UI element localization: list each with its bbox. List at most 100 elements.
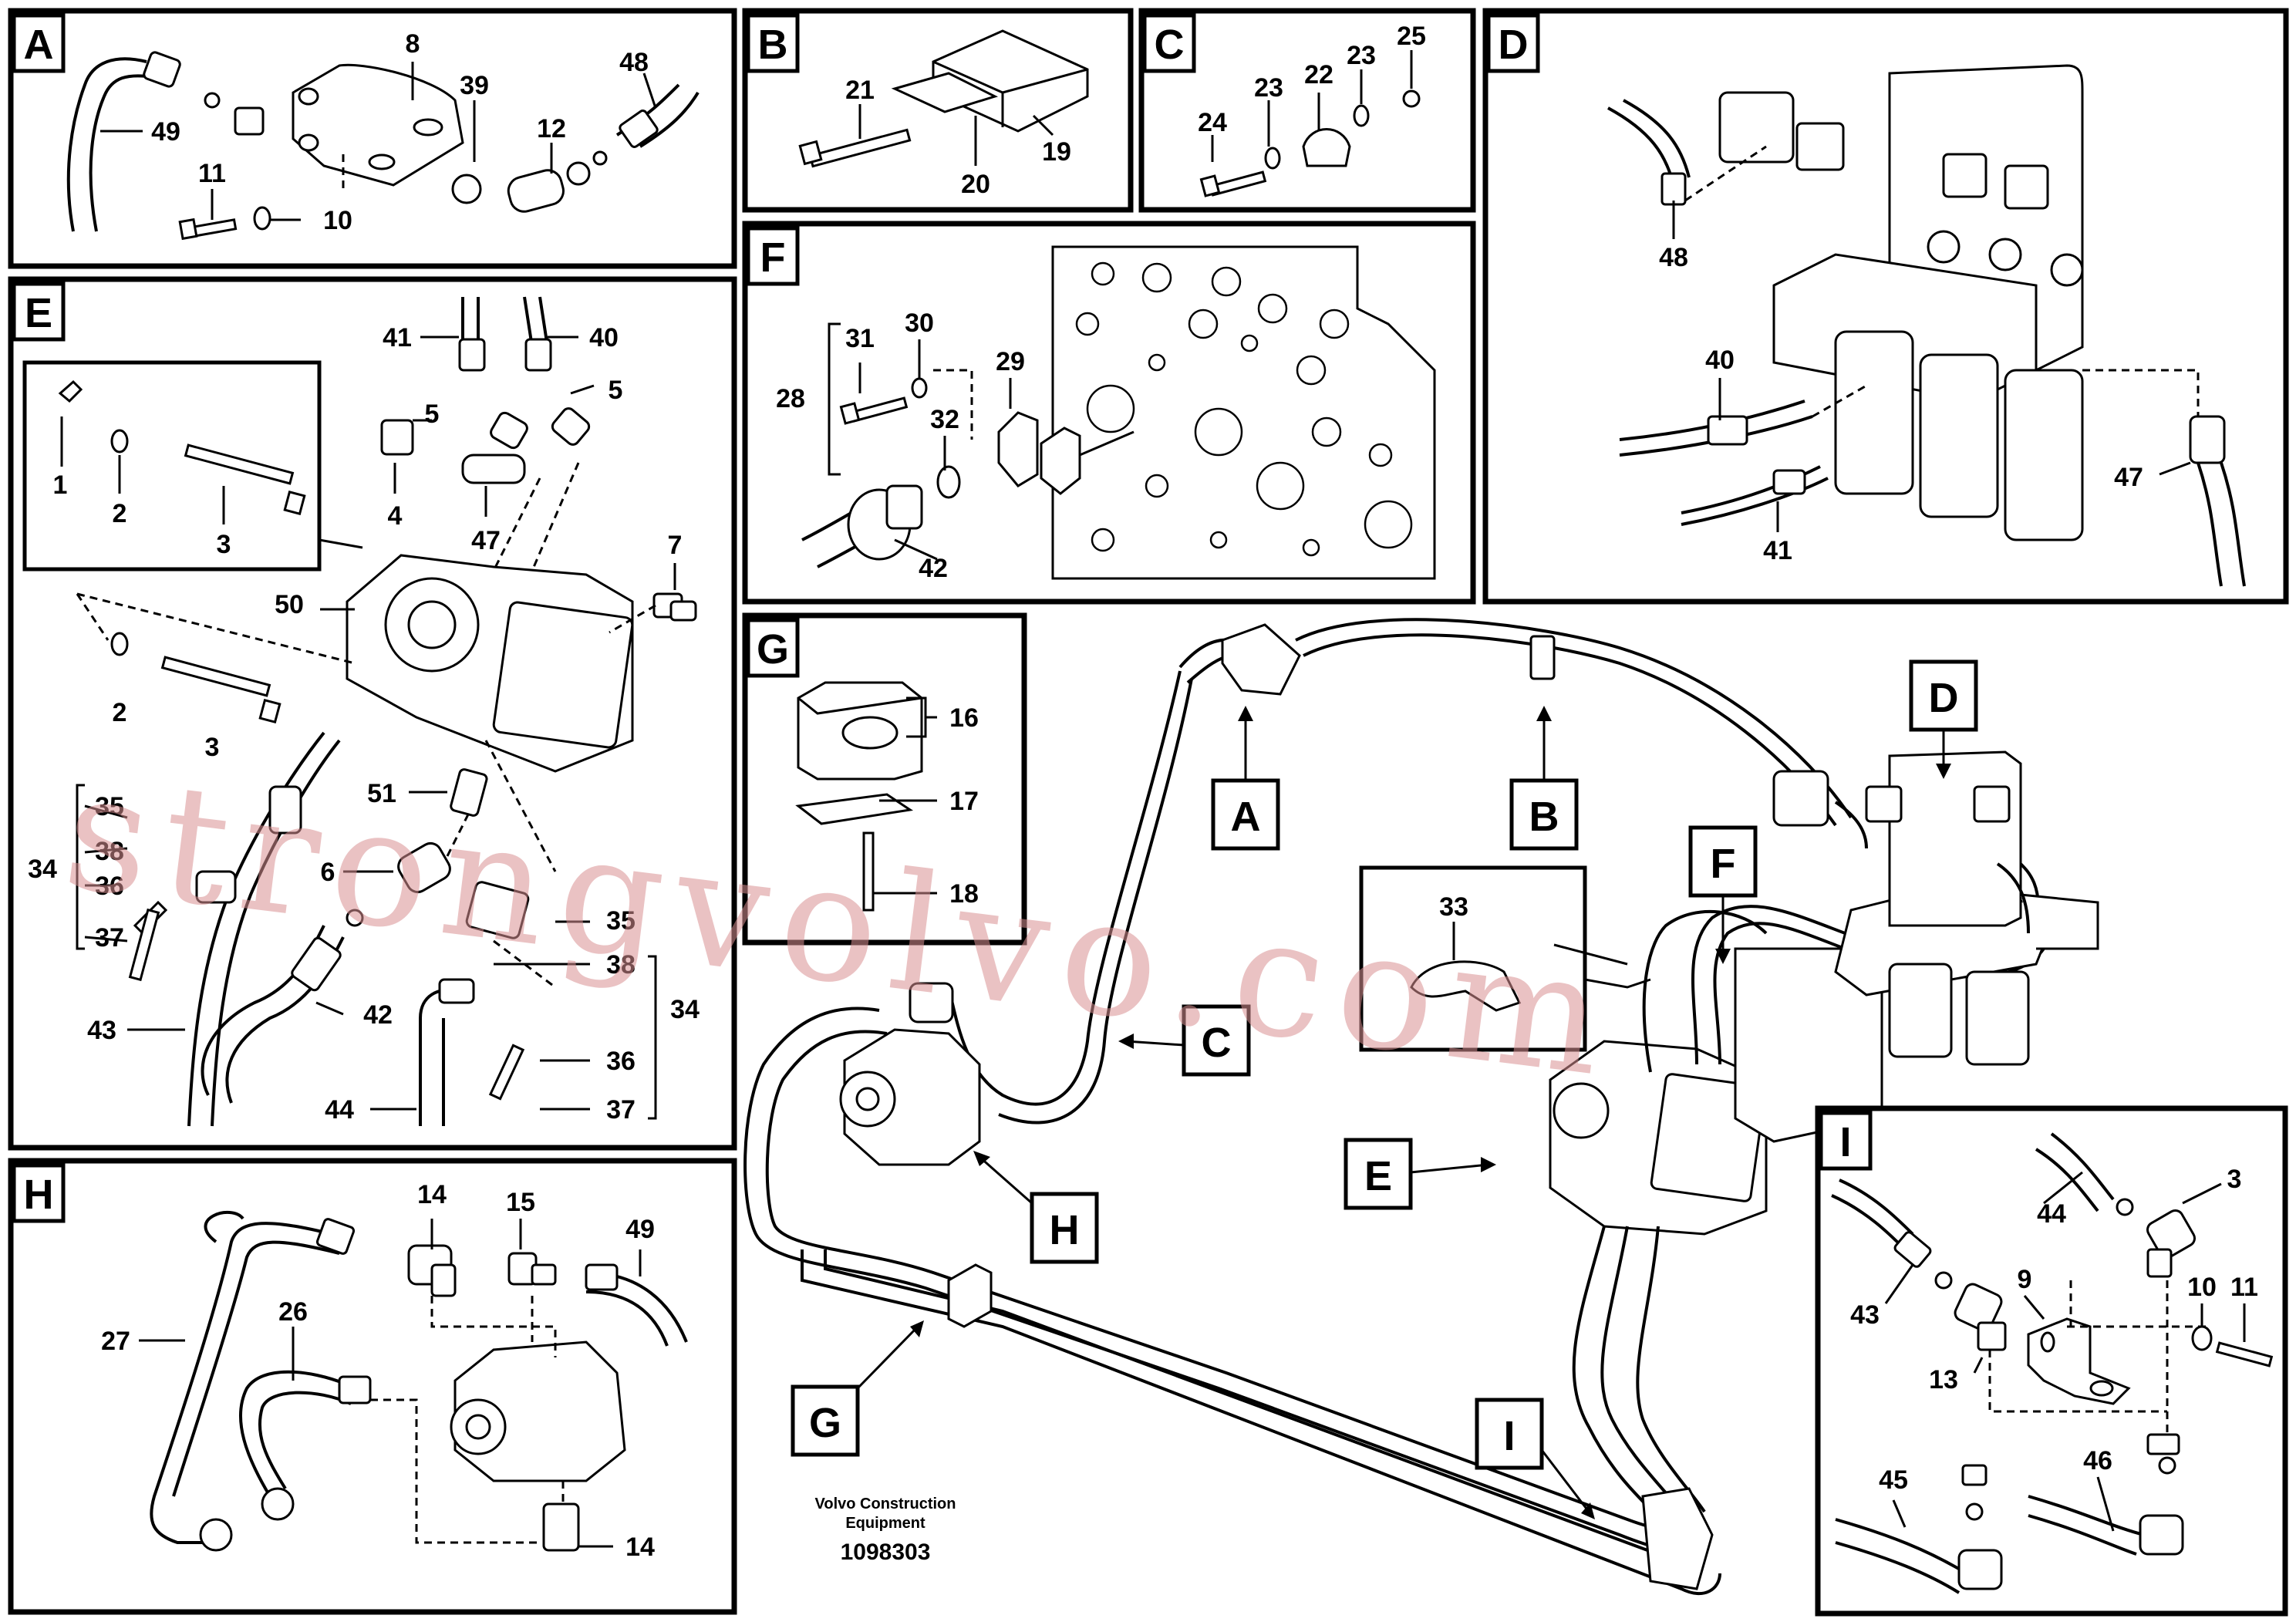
label-37a: 37 bbox=[95, 923, 124, 953]
panel-a-letter-box bbox=[12, 13, 66, 73]
label-32: 32 bbox=[930, 405, 959, 434]
label-50: 50 bbox=[275, 590, 304, 619]
svg-text:B: B bbox=[1529, 794, 1559, 840]
panel-e-letter: E bbox=[25, 290, 52, 336]
label-23a: 23 bbox=[1254, 73, 1283, 103]
svg-text:D: D bbox=[1929, 675, 1959, 721]
label-48-d: 48 bbox=[1659, 243, 1688, 272]
label-35a: 35 bbox=[95, 792, 124, 821]
svg-text:E: E bbox=[1364, 1153, 1392, 1199]
label-41-e: 41 bbox=[383, 323, 412, 352]
label-47-e: 47 bbox=[471, 526, 501, 555]
svg-text:I: I bbox=[1503, 1413, 1515, 1459]
label-43-i: 43 bbox=[1850, 1300, 1880, 1330]
label-5b: 5 bbox=[609, 376, 623, 405]
label-3a: 3 bbox=[217, 530, 231, 559]
label-15: 15 bbox=[506, 1188, 535, 1217]
label-26: 26 bbox=[278, 1297, 308, 1327]
panel-d-letter: D bbox=[1499, 22, 1529, 68]
callout-c: C bbox=[1118, 1004, 1251, 1077]
label-16: 16 bbox=[949, 703, 979, 733]
label-36a: 36 bbox=[95, 872, 124, 901]
label-7: 7 bbox=[668, 531, 683, 560]
label-39: 39 bbox=[460, 71, 489, 100]
label-25: 25 bbox=[1397, 22, 1426, 51]
label-43-e: 43 bbox=[87, 1016, 116, 1045]
label-17: 17 bbox=[949, 787, 979, 816]
panel-a: A 8 39 12 48 bbox=[8, 8, 737, 269]
label-42-f: 42 bbox=[919, 554, 948, 583]
svg-text:C: C bbox=[1202, 1020, 1232, 1066]
label-11: 11 bbox=[198, 159, 226, 188]
label-31: 31 bbox=[845, 324, 875, 353]
panel-h-letter: H bbox=[24, 1172, 54, 1218]
label-18: 18 bbox=[949, 879, 979, 909]
callout-f: F bbox=[1688, 825, 1758, 964]
callout-d: D bbox=[1909, 659, 1978, 779]
callout-g: G bbox=[791, 1320, 924, 1457]
label-3b: 3 bbox=[205, 733, 220, 762]
label-49: 49 bbox=[151, 117, 180, 147]
label-1: 1 bbox=[53, 470, 68, 500]
label-6: 6 bbox=[321, 858, 335, 887]
label-13: 13 bbox=[1929, 1365, 1958, 1394]
label-49-h: 49 bbox=[625, 1215, 655, 1244]
label-40-e: 40 bbox=[589, 323, 619, 352]
label-48: 48 bbox=[619, 48, 649, 77]
label-14a: 14 bbox=[417, 1180, 447, 1209]
svg-text:A: A bbox=[1231, 794, 1261, 840]
label-51: 51 bbox=[367, 779, 396, 808]
label-46: 46 bbox=[2083, 1446, 2112, 1475]
label-30: 30 bbox=[905, 309, 934, 338]
label-42-e: 42 bbox=[363, 1000, 393, 1030]
panel-e: E 1 2 3 bbox=[8, 276, 737, 1151]
label-22: 22 bbox=[1304, 60, 1333, 89]
watermark-text: strongvolvo.com bbox=[56, 736, 1627, 1114]
label-36b: 36 bbox=[606, 1047, 636, 1076]
panel-f: F 31 30 29 bbox=[742, 221, 1476, 605]
label-27: 27 bbox=[101, 1327, 130, 1356]
label-14b: 14 bbox=[625, 1533, 655, 1562]
callout-b: B bbox=[1509, 706, 1579, 851]
overview-assembly: 33 A B C D E bbox=[743, 618, 2099, 1595]
panel-b-letter: B bbox=[758, 22, 788, 68]
label-10-i: 10 bbox=[2187, 1273, 2217, 1302]
panel-a-letter: A bbox=[24, 22, 54, 68]
label-3-i: 3 bbox=[2227, 1165, 2242, 1194]
panel-c-letter: C bbox=[1155, 22, 1185, 68]
label-10: 10 bbox=[323, 206, 352, 235]
footer-company: Volvo Construction bbox=[815, 1496, 956, 1512]
panel-h: H 14 15 49 27 bbox=[8, 1158, 737, 1615]
label-2a: 2 bbox=[113, 499, 127, 528]
svg-text:H: H bbox=[1050, 1207, 1080, 1253]
label-37b: 37 bbox=[606, 1095, 636, 1125]
label-9: 9 bbox=[2018, 1265, 2032, 1294]
callout-h: H bbox=[973, 1151, 1099, 1264]
panel-b: B 21 20 19 bbox=[742, 8, 1134, 213]
label-45: 45 bbox=[1879, 1465, 1908, 1495]
label-38a: 38 bbox=[95, 837, 124, 866]
panel-i-letter: I bbox=[1839, 1119, 1851, 1165]
label-35b: 35 bbox=[606, 906, 636, 936]
label-5a: 5 bbox=[425, 400, 440, 429]
label-19: 19 bbox=[1042, 137, 1071, 167]
label-47-d: 47 bbox=[2114, 463, 2143, 492]
label-40-d: 40 bbox=[1705, 346, 1735, 375]
label-34b: 34 bbox=[670, 995, 700, 1024]
panel-f-letter: F bbox=[760, 234, 786, 281]
label-44-i: 44 bbox=[2037, 1199, 2066, 1229]
label-41-d: 41 bbox=[1763, 536, 1792, 565]
panel-g-letter: G bbox=[757, 626, 789, 673]
svg-text:F: F bbox=[1711, 841, 1736, 887]
label-24: 24 bbox=[1198, 108, 1227, 137]
label-34a: 34 bbox=[28, 855, 57, 884]
label-12: 12 bbox=[537, 114, 566, 143]
label-11-i: 11 bbox=[2230, 1273, 2258, 1302]
label-33: 33 bbox=[1439, 892, 1468, 922]
label-28: 28 bbox=[776, 384, 805, 413]
callout-e: E bbox=[1344, 1138, 1496, 1210]
label-21: 21 bbox=[845, 76, 875, 105]
callout-i: I bbox=[1475, 1398, 1595, 1519]
label-38b: 38 bbox=[606, 950, 636, 980]
